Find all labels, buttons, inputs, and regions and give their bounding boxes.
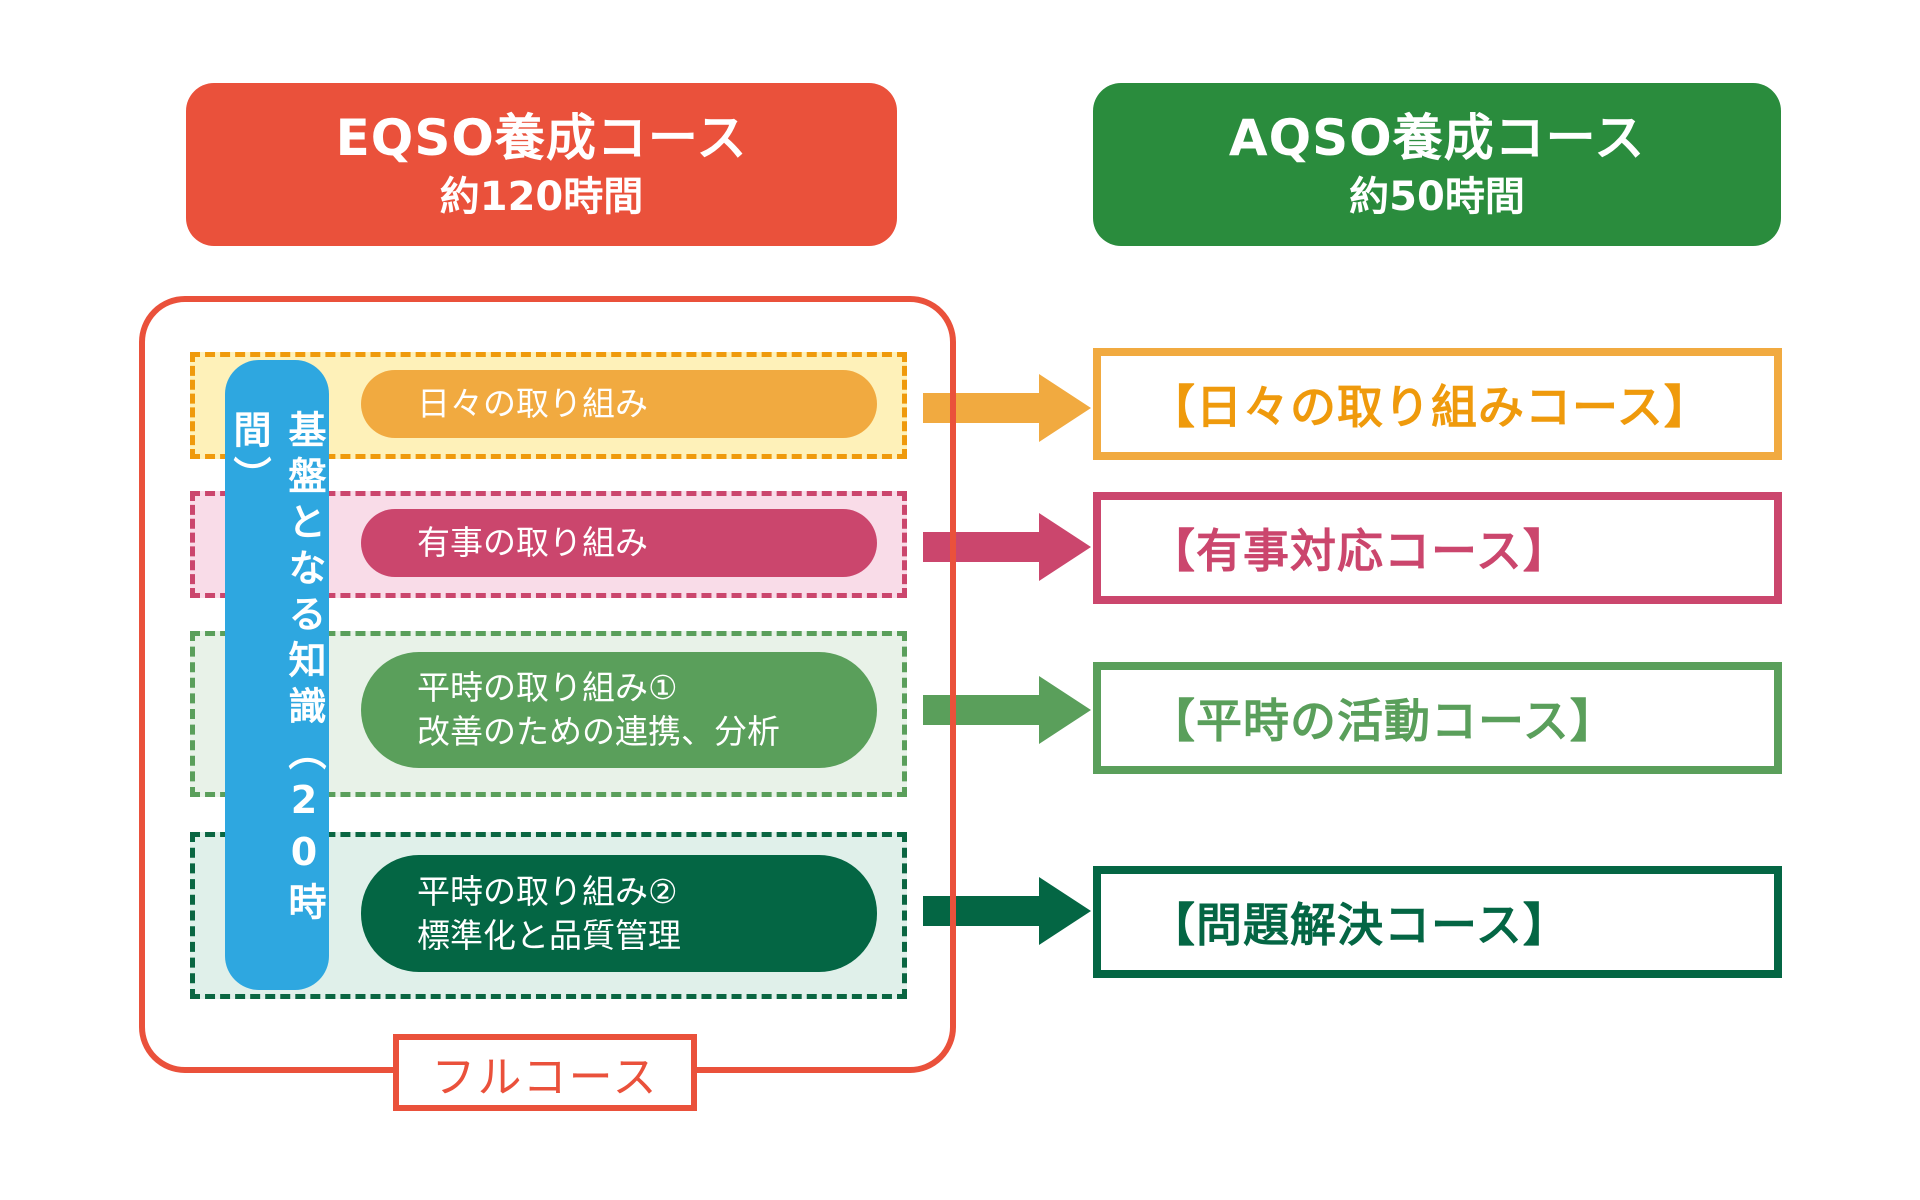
- foundation-knowledge-pill: 基盤となる知識（20時間）: [225, 360, 329, 990]
- foundation-knowledge-label: 基盤となる知識（20時間）: [227, 410, 326, 928]
- aqso-course-hours: 約50時間: [1349, 173, 1525, 220]
- arrow-right-icon: [923, 513, 1093, 581]
- arrow-shape: [923, 676, 1091, 744]
- course-box-label: 【有事対応コース】: [1149, 524, 1570, 578]
- arrow-right-icon: [923, 676, 1093, 744]
- module-pill-line: 標準化と品質管理: [417, 915, 681, 955]
- eqso-course-header: EQSO養成コース 約120時間: [186, 83, 897, 246]
- course-box-normal-activities: 【平時の活動コース】: [1093, 662, 1782, 774]
- module-pill-emergency: 有事の取り組み: [361, 509, 877, 577]
- module-pill-line: 有事の取り組み: [417, 523, 648, 562]
- course-box-label: 【平時の活動コース】: [1149, 694, 1617, 748]
- aqso-course-header: AQSO養成コース 約50時間: [1093, 83, 1781, 246]
- eqso-course-title: EQSO養成コース: [335, 108, 748, 167]
- arrow-shape: [923, 374, 1091, 442]
- module-pill-line: 日々の取り組み: [417, 384, 648, 423]
- full-course-label: フルコース: [393, 1034, 697, 1111]
- eqso-course-hours: 約120時間: [439, 173, 644, 220]
- arrow-shape: [923, 513, 1091, 581]
- module-pill-line: 平時の取り組み②: [417, 871, 678, 911]
- course-box-label: 【問題解決コース】: [1149, 898, 1570, 952]
- module-pill-daily: 日々の取り組み: [361, 370, 877, 438]
- arrow-shape: [923, 877, 1091, 945]
- module-pill-line: 改善のための連携、分析: [417, 712, 780, 751]
- module-pill-line: 平時の取り組み①: [417, 668, 678, 707]
- course-box-problem-solving: 【問題解決コース】: [1093, 866, 1782, 978]
- arrow-right-icon: [923, 877, 1093, 945]
- module-pill-normal-2: 平時の取り組み② 標準化と品質管理: [361, 855, 877, 972]
- course-box-label: 【日々の取り組みコース】: [1149, 380, 1711, 434]
- module-pill-normal-1: 平時の取り組み① 改善のための連携、分析: [361, 652, 877, 768]
- arrow-right-icon: [923, 374, 1093, 442]
- course-box-daily: 【日々の取り組みコース】: [1093, 348, 1782, 460]
- course-box-emergency: 【有事対応コース】: [1093, 492, 1782, 604]
- aqso-course-title: AQSO養成コース: [1228, 108, 1646, 167]
